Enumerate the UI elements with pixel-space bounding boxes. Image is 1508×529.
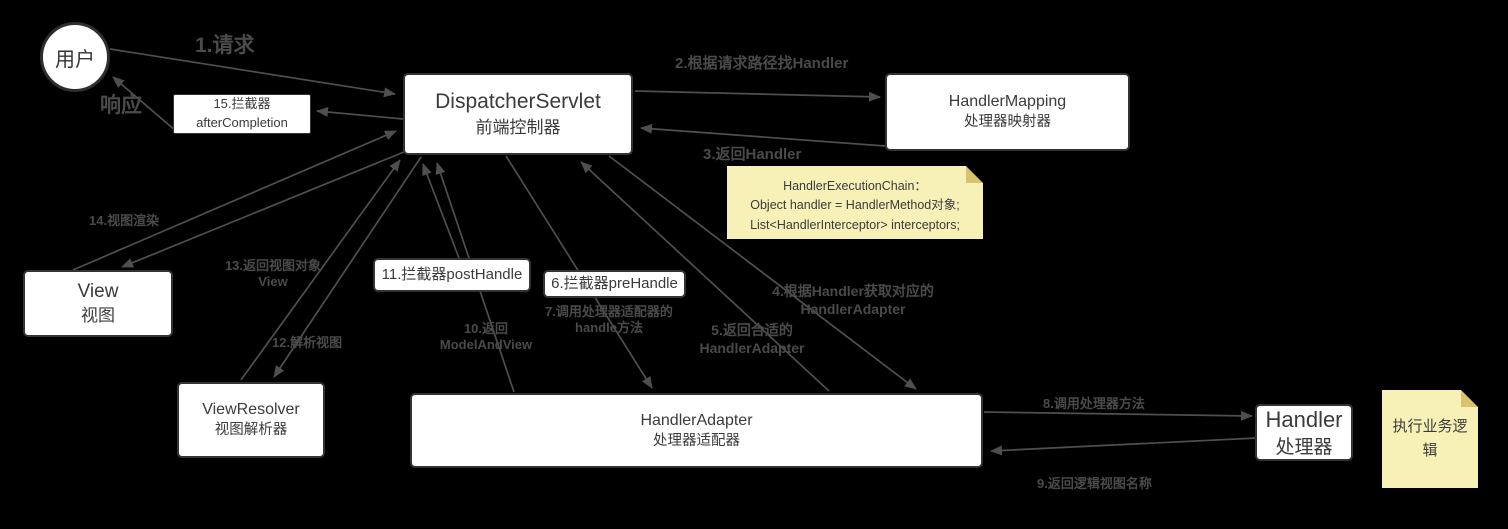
interceptor-aftercompletion-line2: afterCompletion	[196, 115, 288, 130]
node-interceptor-posthandle: 11.拦截器postHandle	[373, 258, 531, 292]
node-view-subtitle: 视图	[81, 305, 115, 325]
node-handler: Handler 处理器	[1255, 404, 1353, 461]
interceptor-aftercompletion-line1: 15.拦截器	[213, 96, 271, 112]
node-handler-mapping-title: HandlerMapping	[948, 93, 1067, 111]
edge-label-7-call-handle: 7.调用处理器适配器的 handle方法	[545, 304, 673, 336]
interceptor-prehandle-label: 6.拦截器preHandle	[551, 274, 678, 292]
arrow-dispatcher-to-viewresolver	[273, 156, 422, 378]
edge-label-5-return-adapter: 5.返回合适的 HandlerAdapter	[699, 322, 805, 356]
arrow-handler-to-handleradapter	[990, 437, 1258, 456]
arrow-viewresolver-to-dispatcher	[240, 159, 401, 381]
edge-label-10-return-modelandview: 10.返回 ModelAndView	[439, 321, 533, 353]
arrow-handleradapter-to-handler	[983, 410, 1253, 421]
note-fold-corner	[1461, 390, 1478, 407]
note-business-logic: 执行业务逻辑	[1382, 390, 1478, 488]
edge-label-3-return-handler: 3.返回Handler	[703, 146, 802, 163]
edge-label-2-find-handler: 2.根据请求路径找Handler	[675, 55, 849, 72]
arrow-request-user-to-dispatcher	[109, 48, 396, 98]
note-fold-corner	[966, 166, 983, 183]
note-business-logic-text: 执行业务逻辑	[1392, 418, 1468, 459]
node-handler-title: Handler	[1265, 406, 1343, 432]
edge-label-12-resolve-view: 12.解析视图	[272, 335, 343, 350]
node-view-resolver-title: ViewResolver	[202, 401, 300, 419]
edge-label-8-invoke-handler: 8.调用处理器方法	[1043, 396, 1145, 411]
note-handler-execution-chain: HandlerExecutionChain： Object handler = …	[727, 166, 983, 239]
arrow-dispatcher-to-handlermapping	[634, 90, 881, 102]
arrow-posthandle-to-dispatcher	[422, 163, 460, 259]
node-view-resolver-subtitle: 视图解析器	[214, 422, 288, 439]
arrow-response-to-user	[112, 76, 177, 132]
arrow-dispatcher-to-aftercompletion	[316, 107, 404, 120]
node-dispatcher-servlet: DispatcherServlet 前端控制器	[403, 73, 633, 155]
arrow-handlermapping-to-dispatcher	[640, 123, 886, 147]
note-chain-line3: List<HandlerInterceptor> interceptors;	[750, 217, 960, 232]
edge-label-response: 响应	[100, 94, 142, 117]
arrow-dispatcher-to-view-render	[121, 151, 405, 268]
node-dispatcher-title: DispatcherServlet	[435, 90, 601, 114]
edge-label-1-request: 1.请求	[195, 34, 255, 57]
node-handler-adapter-title: HandlerAdapter	[640, 411, 753, 429]
node-handler-mapping: HandlerMapping 处理器映射器	[885, 73, 1130, 151]
node-interceptor-prehandle: 6.拦截器preHandle	[543, 270, 686, 298]
note-chain-line1: HandlerExecutionChain：	[783, 179, 927, 193]
node-view-title: View	[77, 281, 119, 303]
node-dispatcher-subtitle: 前端控制器	[475, 117, 561, 137]
node-view: View 视图	[23, 270, 173, 337]
node-user-label: 用户	[55, 48, 95, 71]
edge-label-4-get-adapter: 4.根据Handler获取对应的 HandlerAdapter	[772, 283, 934, 317]
node-user: 用户	[40, 22, 110, 92]
node-handler-subtitle: 处理器	[1275, 436, 1333, 458]
node-handler-adapter: HandlerAdapter 处理器适配器	[410, 393, 983, 468]
node-handler-adapter-subtitle: 处理器适配器	[653, 432, 740, 449]
note-chain-line2: Object handler = HandlerMethod对象;	[750, 198, 960, 213]
edge-label-9-return-view-name: 9.返回逻辑视图名称	[1037, 476, 1152, 491]
node-view-resolver: ViewResolver 视图解析器	[177, 382, 325, 458]
node-handler-mapping-subtitle: 处理器映射器	[964, 114, 1051, 131]
arrow-view-to-dispatcher	[72, 130, 397, 271]
edge-label-14-render-view: 14.视图渲染	[89, 213, 160, 228]
arrow-handleradapter-to-dispatcher-return	[580, 161, 830, 392]
interceptor-posthandle-label: 11.拦截器postHandle	[381, 265, 523, 283]
arrow-dispatcher-to-handleradapter-get	[608, 155, 917, 390]
node-interceptor-aftercompletion: 15.拦截器 afterCompletion	[173, 94, 311, 134]
edge-label-13-return-view-object: 13.返回视图对象 View	[224, 258, 322, 290]
